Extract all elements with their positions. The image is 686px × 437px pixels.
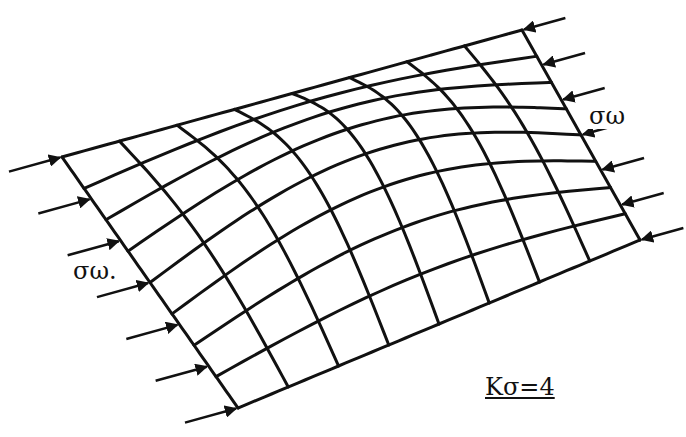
- force-arrow: [524, 18, 565, 29]
- stress-label: σω.: [70, 258, 120, 284]
- force-arrow: [97, 283, 148, 297]
- stress-label: σω: [586, 103, 628, 129]
- grid-line: [216, 214, 625, 377]
- grid-line: [235, 109, 389, 345]
- force-arrow: [38, 199, 89, 213]
- grid-line: [350, 78, 490, 303]
- grid-line: [522, 30, 640, 240]
- shell-grid: [62, 30, 640, 408]
- force-arrow: [544, 53, 585, 64]
- grid-line: [84, 56, 537, 188]
- grid-line: [194, 188, 611, 346]
- force-arrow: [126, 325, 177, 339]
- force-arrow: [156, 367, 207, 381]
- grid-line: [465, 46, 590, 261]
- force-arrow: [622, 193, 663, 204]
- grid-line: [292, 94, 439, 325]
- load-arrows: [9, 18, 683, 423]
- force-arrow: [9, 158, 60, 172]
- force-arrow: [642, 228, 683, 239]
- buckling-coefficient: Kσ=4: [482, 374, 558, 400]
- force-arrow: [68, 241, 119, 255]
- force-arrow: [603, 158, 644, 169]
- force-arrow: [563, 88, 604, 99]
- force-arrow: [185, 409, 236, 423]
- grid-line: [407, 62, 540, 282]
- grid-line: [238, 240, 640, 408]
